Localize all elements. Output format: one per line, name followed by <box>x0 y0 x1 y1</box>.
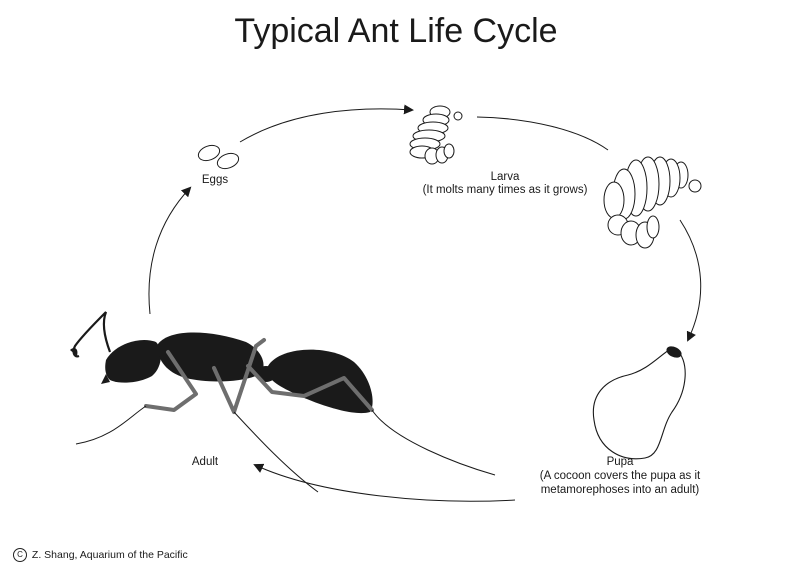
arrow-eggs-to-larva <box>239 104 414 143</box>
arrow-pupa-to-adult <box>253 463 516 502</box>
copyright-icon: C <box>13 548 27 563</box>
large-larva-icon <box>603 156 702 249</box>
pupa-cocoon-icon <box>592 346 686 460</box>
ant-adult-icon <box>70 311 496 493</box>
pupa-note-line1: (A cocoon covers the pupa as it <box>539 470 701 482</box>
credit-text: Z. Shang, Aquarium of the Pacific <box>31 549 188 561</box>
ant-antenna <box>72 311 112 358</box>
small-larva-icon <box>409 105 463 165</box>
pupa-note-line2: metamorephoses into an adult) <box>540 484 700 496</box>
larva-label: Larva <box>490 171 520 183</box>
pupa-label: Pupa <box>606 456 634 468</box>
copyright-credit: C Z. Shang, Aquarium of the Pacific <box>13 548 188 563</box>
larva-note: (It molts many times as it grows) <box>422 184 588 196</box>
arrow-larva-to-large-larva <box>476 116 609 151</box>
arrow-larva-to-pupa <box>679 219 702 342</box>
cycle-arrows <box>148 104 702 502</box>
adult-label: Adult <box>191 456 219 468</box>
arrow-adult-to-eggs <box>148 186 192 315</box>
diagram-title: Typical Ant Life Cycle <box>234 12 558 50</box>
eggs-icon <box>197 144 240 170</box>
eggs-label: Eggs <box>201 174 229 186</box>
